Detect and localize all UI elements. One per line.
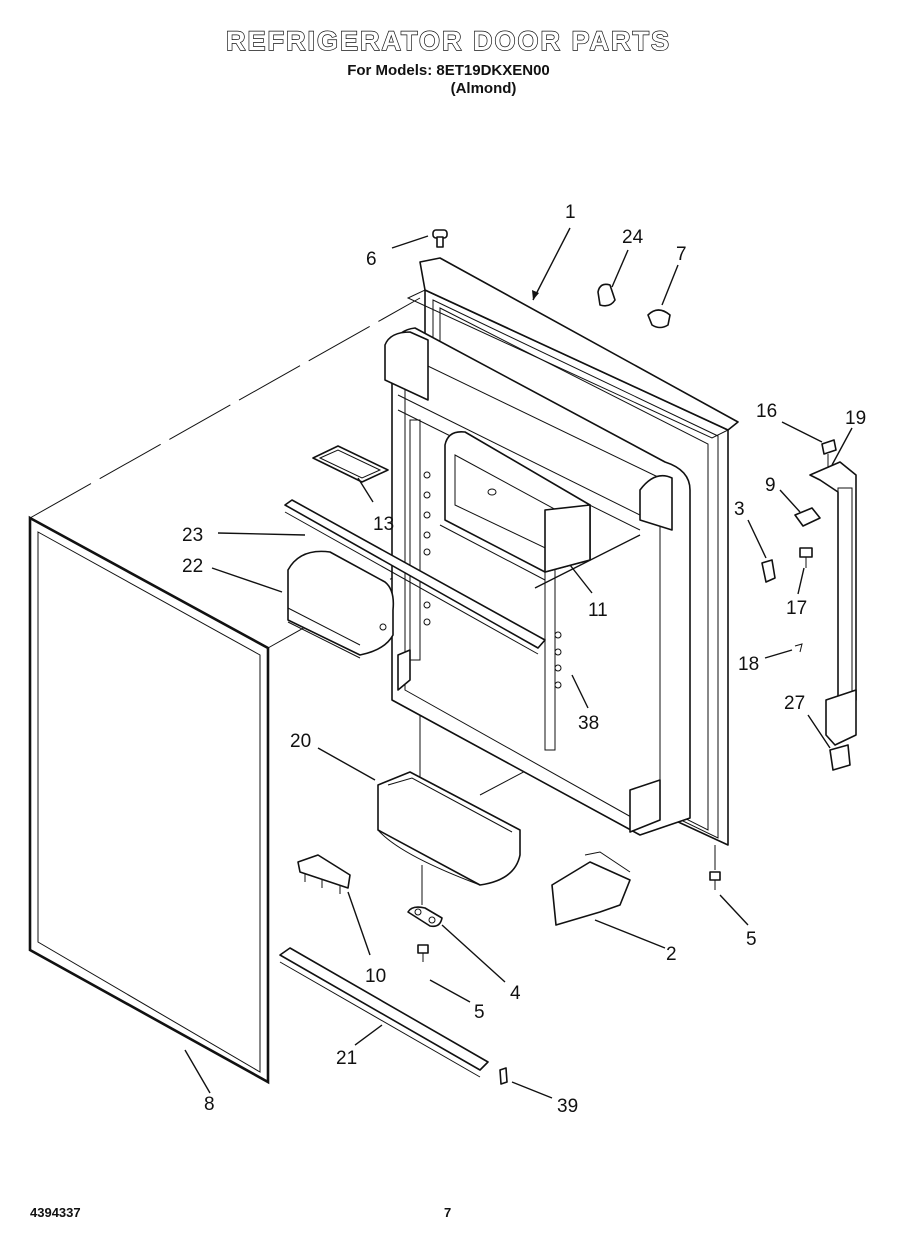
diagram-title: REFRIGERATOR DOOR PARTS [225, 25, 671, 56]
callout-5-right: 5 [746, 929, 757, 950]
callout-1: 1 [565, 202, 576, 223]
callout-19: 19 [845, 408, 866, 429]
screw-part-5-right [709, 871, 721, 890]
callout-2: 2 [666, 944, 677, 965]
color-line: (Almond) [450, 80, 517, 97]
callout-10: 10 [365, 966, 386, 987]
callout-27: 27 [784, 693, 805, 714]
callout-24: 24 [622, 227, 644, 248]
bracket-clip-part-10 [297, 854, 351, 894]
callout-labels: 1 24 7 6 16 19 9 3 13 23 22 11 17 18 38 … [182, 202, 866, 1117]
page-number: 7 [444, 1205, 452, 1220]
models-line: For Models: 8ET19DKXEN00 [347, 62, 550, 79]
door-handle-part-19 [809, 461, 857, 771]
callout-22: 22 [182, 556, 203, 577]
dairy-compartment-part-11 [439, 430, 591, 581]
bottom-hinge-part-2 [551, 851, 631, 926]
callout-20: 20 [290, 731, 311, 752]
end-cap-part-39 [499, 1067, 508, 1085]
callout-3: 3 [734, 499, 745, 520]
screw-part-5-center [417, 944, 429, 962]
plug-button-part-7 [647, 309, 671, 329]
callout-39: 39 [557, 1096, 578, 1117]
callout-8: 8 [204, 1094, 215, 1115]
callout-21: 21 [336, 1048, 357, 1069]
callout-13: 13 [373, 514, 394, 535]
dairy-door-part-13 [312, 445, 389, 483]
door-bin-part-20 [377, 771, 521, 886]
clip-part-18 [794, 643, 803, 653]
spacer-part-3 [761, 559, 776, 583]
callout-38: 38 [578, 713, 599, 734]
callout-6: 6 [366, 249, 377, 270]
hinge-cap-part-24 [597, 283, 616, 307]
callout-4: 4 [510, 983, 521, 1004]
butter-compartment-part-22 [287, 550, 395, 659]
bracket-screw-part-17 [799, 547, 813, 568]
shelf-rail-part-23 [284, 499, 546, 655]
callout-7: 7 [676, 244, 687, 265]
callout-11: 11 [588, 600, 608, 621]
handle-screw-part-16 [821, 439, 837, 468]
callout-23: 23 [182, 525, 203, 546]
door-gasket-part-8 [28, 515, 270, 1085]
top-hinge-pin-part-6 [432, 229, 448, 248]
document-number: 4394337 [30, 1205, 81, 1220]
callout-16: 16 [756, 401, 777, 422]
leader-lines [184, 227, 853, 1099]
callout-9: 9 [765, 475, 776, 496]
callout-17: 17 [786, 598, 807, 619]
hinge-plate-part-4 [407, 906, 443, 928]
handle-bracket-part-9 [794, 507, 821, 527]
callout-18: 18 [738, 654, 759, 675]
callout-5-center: 5 [474, 1002, 485, 1023]
bottom-rail-part-21 [279, 947, 489, 1078]
